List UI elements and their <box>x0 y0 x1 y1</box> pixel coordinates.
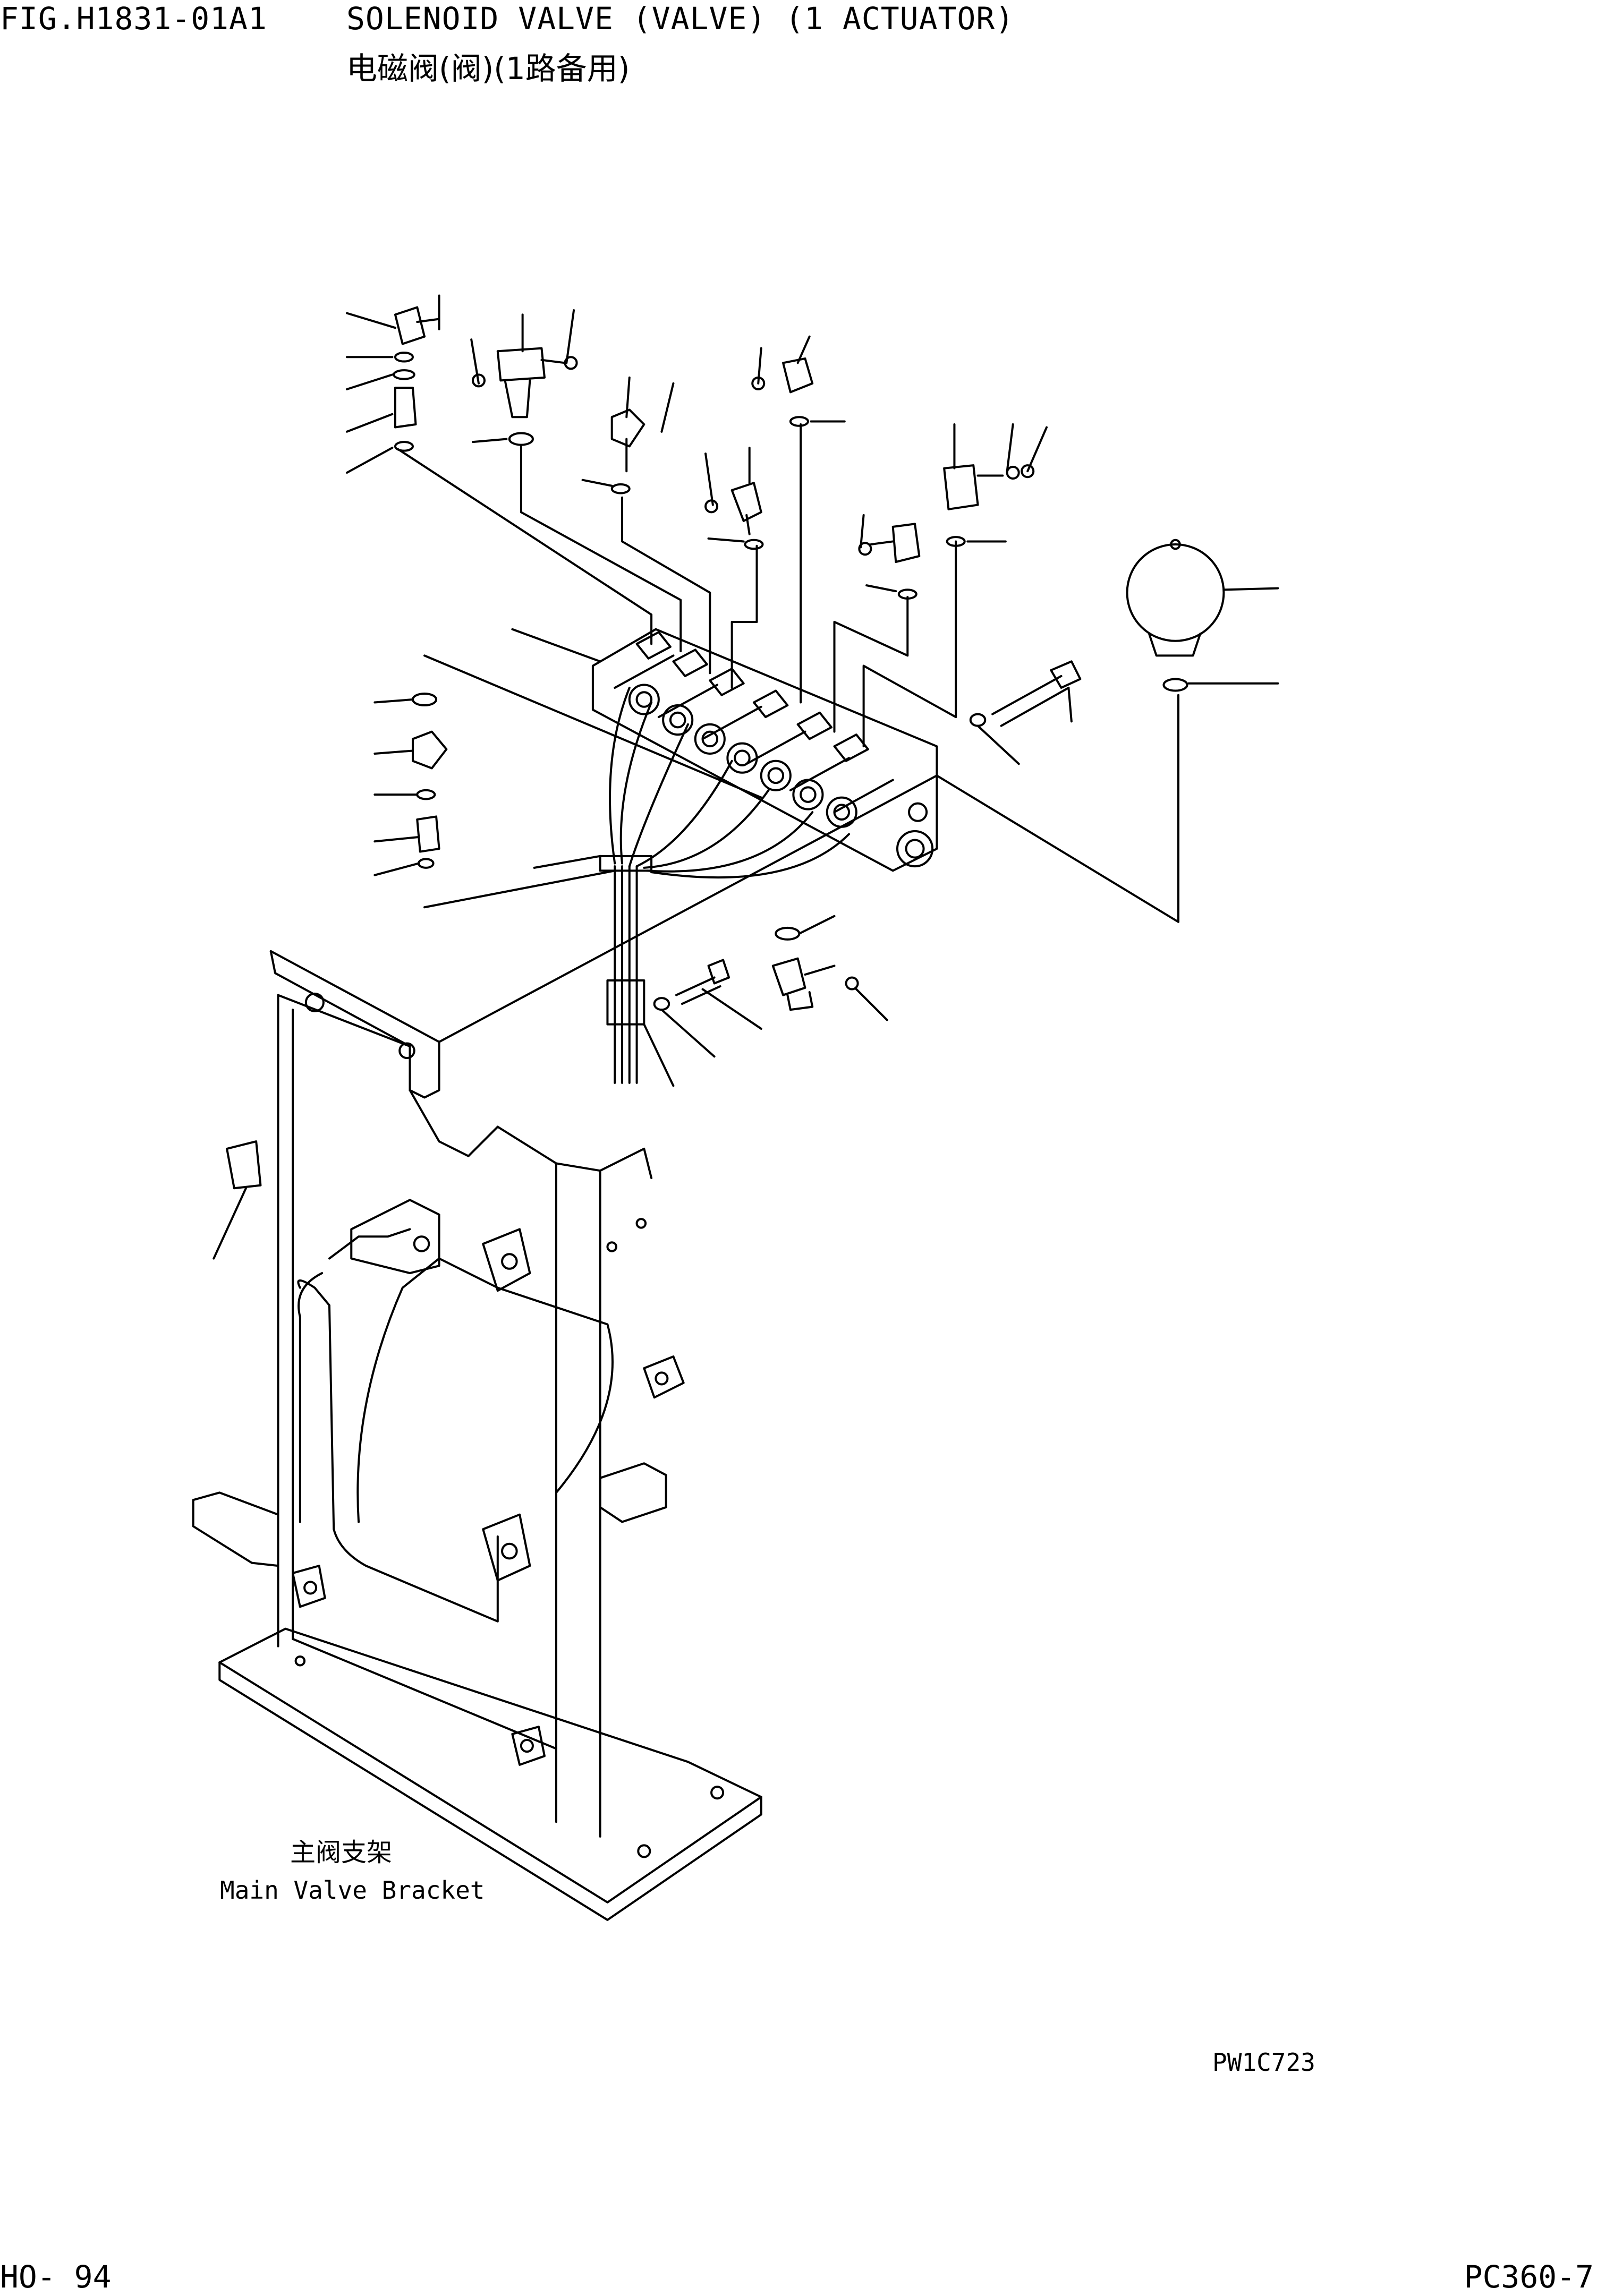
main-valve-bracket <box>193 951 761 1920</box>
valve-block-assembly <box>398 424 1178 1086</box>
page-number: HO- 94 <box>0 2259 112 2295</box>
drawing-code: PW1C723 <box>1212 2048 1315 2077</box>
model-number: PC360-7 <box>1464 2259 1594 2295</box>
fittings-and-seals <box>347 296 1278 1057</box>
bracket-label-en: Main Valve Bracket <box>220 1876 485 1905</box>
figure-id: FIG.H1831-01A1 <box>0 1 267 37</box>
figure-title-cn: 电磁阀(阀)(1路备用) <box>346 50 630 87</box>
bracket-label-cn: 主阀支架 <box>290 1838 393 1867</box>
figure-title-en: SOLENOID VALVE (VALVE) (1 ACTUATOR) <box>346 1 1015 37</box>
